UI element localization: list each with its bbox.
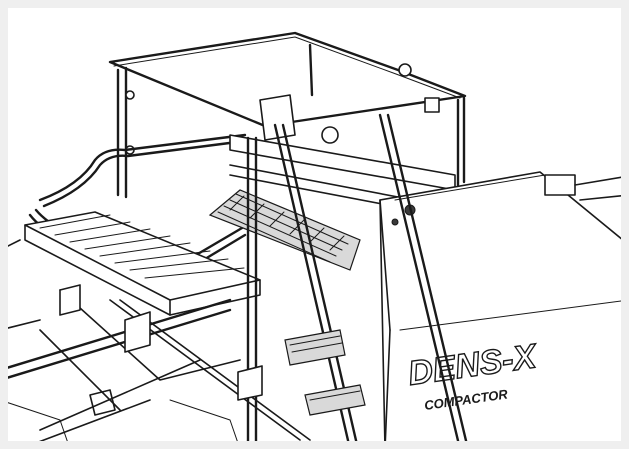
lower-frame — [8, 239, 311, 441]
top-safety-railing — [108, 31, 467, 199]
grated-walkway — [208, 189, 361, 271]
left-platform-deck — [24, 211, 261, 316]
technical-line-drawing: DENS-X COMPACTOR — [8, 8, 621, 441]
access-stairs — [284, 329, 366, 416]
compactor-housing: DENS-X COMPACTOR — [379, 171, 621, 441]
